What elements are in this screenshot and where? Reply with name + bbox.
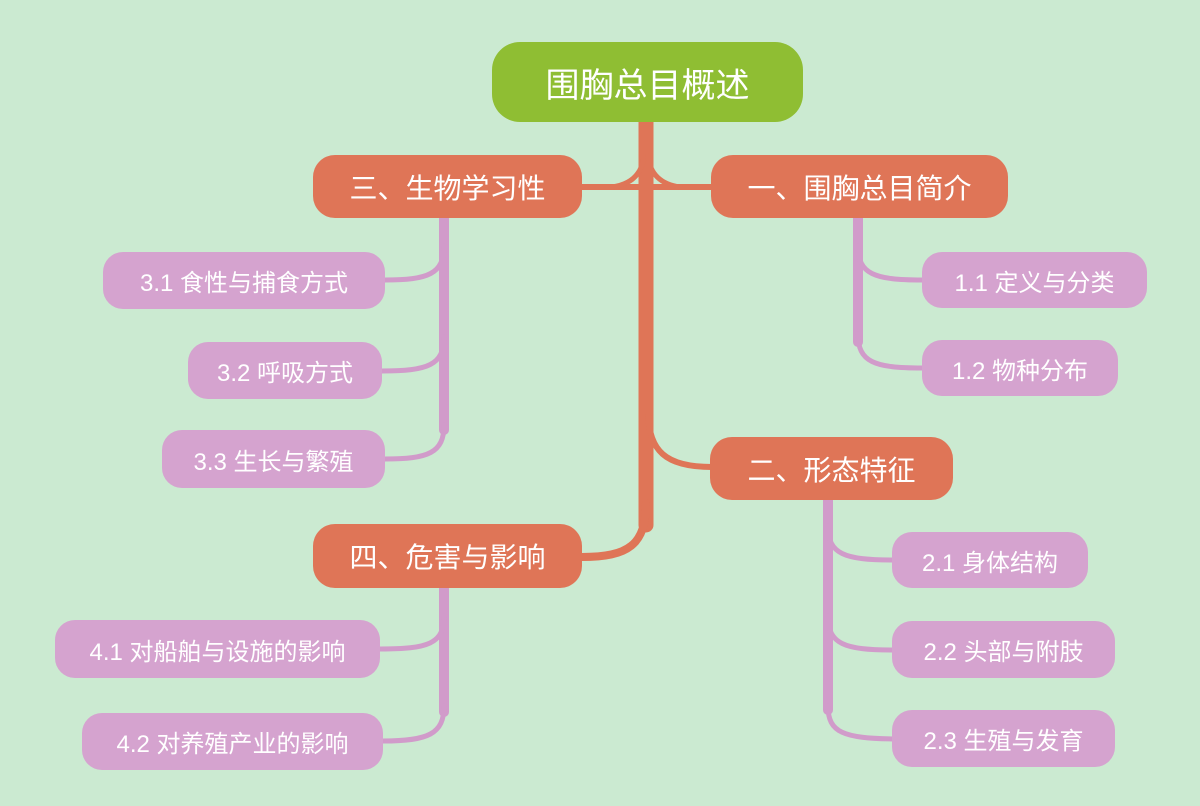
branch-node-1-label: 一、围胸总目简介 bbox=[747, 172, 972, 204]
leaf-node-2-2[interactable]: 2.2 头部与附肢 bbox=[892, 621, 1115, 678]
leaf-node-4-2-label: 4.2 对养殖产业的影响 bbox=[116, 731, 349, 758]
connector-b1-l12 bbox=[855, 331, 925, 371]
leaf-node-3-1-label: 3.1 食性与捕食方式 bbox=[139, 270, 349, 297]
leaf-node-4-1-label: 4.1 对船舶与设施的影响 bbox=[89, 638, 346, 666]
connector-b4-l41 bbox=[377, 613, 447, 652]
branch-connectors bbox=[578, 110, 715, 561]
leaf-node-3-1[interactable]: 3.1 食性与捕食方式 bbox=[103, 252, 385, 309]
leaf-node-2-1[interactable]: 2.1 身体结构 bbox=[892, 532, 1088, 588]
branch-node-2[interactable]: 二、形态特征 bbox=[710, 437, 953, 500]
leaf-node-4-1[interactable]: 4.1 对船舶与设施的影响 bbox=[55, 620, 380, 678]
leaf-node-2-3-label: 2.3 生殖与发育 bbox=[923, 728, 1084, 755]
leaf-node-3-2[interactable]: 3.2 呼吸方式 bbox=[188, 342, 382, 399]
leaf-node-3-3[interactable]: 3.3 生长与繁殖 bbox=[162, 430, 385, 488]
leaf-node-1-1-label: 1.1 定义与分类 bbox=[954, 269, 1115, 297]
connector-root-b2 bbox=[645, 412, 715, 470]
branch-node-3[interactable]: 三、生物学习性 bbox=[313, 155, 582, 218]
leaf-node-1-1[interactable]: 1.1 定义与分类 bbox=[922, 252, 1147, 308]
root-node-label: 围胸总目概述 bbox=[545, 66, 750, 105]
branch-node-4-label: 四、危害与影响 bbox=[349, 542, 546, 573]
leaf-connectors bbox=[377, 211, 925, 744]
connector-b2-l23 bbox=[825, 703, 896, 742]
branch-node-4[interactable]: 四、危害与影响 bbox=[313, 524, 582, 588]
leaf-node-1-2-label: 1.2 物种分布 bbox=[951, 357, 1089, 385]
connector-fillet-left bbox=[609, 153, 647, 190]
connector-b2-l22 bbox=[825, 613, 896, 653]
leaf-node-3-3-label: 3.3 生长与繁殖 bbox=[193, 448, 354, 476]
leaf-node-2-3[interactable]: 2.3 生殖与发育 bbox=[892, 710, 1115, 767]
leaf-node-1-2[interactable]: 1.2 物种分布 bbox=[922, 340, 1118, 396]
leaf-node-2-2-label: 2.2 头部与附肢 bbox=[923, 639, 1084, 666]
branch-node-2-label: 二、形态特征 bbox=[747, 454, 916, 486]
branch-node-1[interactable]: 一、围胸总目简介 bbox=[711, 155, 1008, 218]
connector-b3-l32 bbox=[379, 334, 447, 374]
connector-b3-l33 bbox=[382, 422, 447, 462]
connector-root-b4 bbox=[578, 499, 650, 561]
connector-b3-l31 bbox=[382, 243, 447, 283]
connector-fillet-right bbox=[645, 153, 683, 190]
leaf-node-2-1-label: 2.1 身体结构 bbox=[921, 549, 1059, 577]
leaf-node-4-2[interactable]: 4.2 对养殖产业的影响 bbox=[82, 713, 383, 770]
root-node[interactable]: 围胸总目概述 bbox=[492, 42, 803, 122]
connector-b2-l21 bbox=[825, 523, 896, 563]
connector-b1-l11 bbox=[855, 243, 925, 283]
leaf-node-3-2-label: 3.2 呼吸方式 bbox=[216, 360, 354, 387]
branch-node-3-label: 三、生物学习性 bbox=[349, 172, 546, 204]
connector-b4-l42 bbox=[380, 703, 447, 744]
